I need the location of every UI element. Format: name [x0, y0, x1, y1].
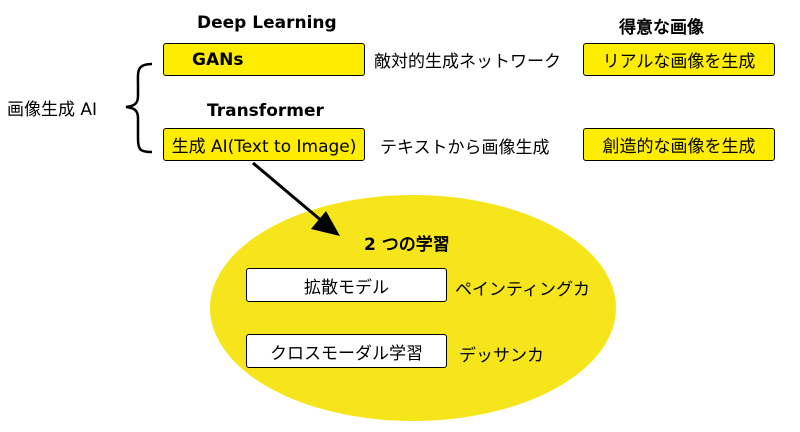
- gans-description: 敵対的生成ネットワーク: [374, 52, 561, 72]
- left-label: 画像生成 AI: [7, 100, 98, 120]
- text-to-image-description: テキストから画像生成: [380, 138, 550, 158]
- gans-box: GANs: [163, 43, 365, 76]
- gans-box-label: GANs: [192, 49, 244, 70]
- cross-modal-label: クロスモーダル学習: [270, 343, 423, 364]
- realistic-image-box: リアルな画像を生成: [583, 43, 775, 76]
- diffusion-model-box: 拡散モデル: [246, 268, 447, 302]
- text-to-image-label: 生成 AI(Text to Image): [171, 137, 357, 157]
- left-brace: [125, 62, 153, 154]
- painting-ability: ペインティングカ: [455, 280, 590, 300]
- learning-title: 2 つの学習: [364, 235, 450, 255]
- deep-learning-heading: Deep Learning: [197, 13, 337, 33]
- text-to-image-box: 生成 AI(Text to Image): [163, 128, 365, 161]
- creative-image-label: 創造的な画像を生成: [602, 137, 756, 157]
- arrow-head: [311, 211, 340, 236]
- arrow-line: [252, 161, 324, 224]
- creative-image-box: 創造的な画像を生成: [583, 128, 775, 161]
- transformer-heading: Transformer: [207, 101, 324, 121]
- diffusion-model-label: 拡散モデル: [304, 277, 389, 298]
- cross-modal-box: クロスモーダル学習: [246, 334, 447, 368]
- realistic-image-label: リアルな画像を生成: [602, 52, 756, 72]
- learning-ellipse: [210, 195, 616, 421]
- strength-heading: 得意な画像: [619, 18, 704, 38]
- drawing-ability: デッサンカ: [459, 346, 544, 366]
